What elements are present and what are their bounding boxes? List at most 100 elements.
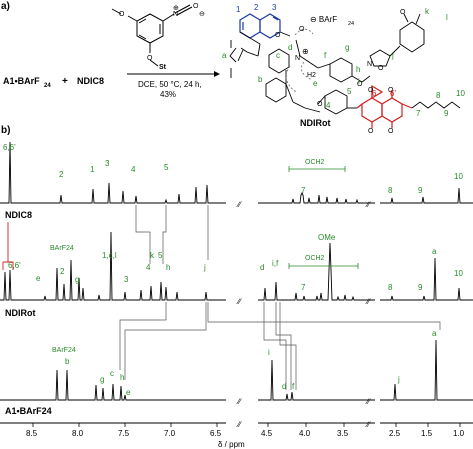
a1-peak-label-h: h <box>120 373 124 382</box>
x-tick-6-5: 6.5 <box>210 429 222 438</box>
atom-label-k: k <box>425 7 430 16</box>
ndic8-peak-label-10: 10 <box>454 172 463 181</box>
shift-correlation-lines-bottom <box>119 302 441 390</box>
trace-ndirot-line <box>0 231 473 301</box>
atom-label-c: c <box>276 51 280 60</box>
trace-a1-axis-break: ∕∕ <box>236 397 242 406</box>
atom-label-7: 7 <box>416 109 421 118</box>
ndirot-peak-label-if: i,f <box>272 259 279 268</box>
atom-label-3: 3 <box>272 3 277 12</box>
x-axis: ∕∕ ∕∕ 8.5 8.0 7.5 7.0 6.5 4.5 4.0 3.5 2.… <box>0 420 473 449</box>
ndirot-peak-label-a: a <box>432 247 437 256</box>
atom-label-d: d <box>288 43 292 52</box>
naphthalene-unit <box>239 13 281 39</box>
x-tick-7-0: 7.0 <box>164 429 176 438</box>
x-tick-4-0: 4.0 <box>299 429 311 438</box>
ndirot-peak-label-h: h <box>166 263 170 272</box>
x-tick-8-0: 8.0 <box>72 429 84 438</box>
ndirot-peak-label-ome: OMe <box>318 233 336 242</box>
a1-peak-label-i: i <box>268 348 270 357</box>
atom-label-9: 9 <box>444 109 449 118</box>
atom-label-b: b <box>258 75 263 84</box>
ndic8-peak-label-6-6prime: 6,6' <box>3 143 16 152</box>
ndirot-peak-label-4: 4 <box>146 263 151 272</box>
trace-a1-axis-break-2: ∕∕ <box>365 397 371 406</box>
x-tick-4-5: 4.5 <box>261 429 273 438</box>
trace-ndic8-line <box>0 141 473 204</box>
reagent-ndic8-label: NDIC8 <box>77 76 104 86</box>
x-tick-1-5: 1.5 <box>421 429 433 438</box>
a1-peak-label-g: g <box>100 375 104 384</box>
trace-ndirot-name: NDIRot <box>5 308 36 318</box>
x-tick-3-5: 3.5 <box>337 429 349 438</box>
trace-a1-barf24: ∕∕ ∕∕ BArF24 b g c h e i d f j a A1•BArF… <box>0 329 473 416</box>
atom-label-g: g <box>345 43 349 52</box>
ndi-o-2: O <box>388 87 394 94</box>
counterion-label: ⊖ BArF <box>310 15 337 24</box>
trace-a1-name: A1•BArF24 <box>5 406 52 416</box>
phenoxy-o: O <box>317 101 323 108</box>
a1-peak-label-b: b <box>65 357 70 366</box>
trace-a1-line <box>0 339 473 401</box>
nitrile-plus-charge: ⊕ <box>173 5 179 12</box>
product-o-1: O <box>275 32 281 39</box>
reaction-arrow-head <box>214 71 220 77</box>
stopper-label: St <box>159 64 167 71</box>
stopper-o: O <box>400 9 406 16</box>
atom-label-4: 4 <box>326 101 331 110</box>
ndic8-peak-label-1: 1 <box>90 165 95 174</box>
atom-label-10: 10 <box>456 89 465 98</box>
linker-o: O <box>357 81 363 88</box>
x-axis-break-1: ∕∕ <box>236 420 242 429</box>
atom-label-j: j <box>391 51 394 60</box>
atom-label-h: h <box>356 65 360 74</box>
a1-peak-label-j: j <box>397 375 400 384</box>
ndirot-peak-label-k: k <box>150 251 155 260</box>
a1-peak-label-d: d <box>282 382 286 391</box>
ndic8-peak-label-och2: OCH2 <box>305 159 325 166</box>
atom-label-6prime: 6' <box>390 89 396 98</box>
x-axis-break-2: ∕∕ <box>365 420 371 429</box>
ndic8-peak-label-9: 9 <box>418 186 423 195</box>
nitrile-o: O <box>193 3 199 10</box>
counterion-sub: 24 <box>348 21 354 27</box>
product-rotaxane-structure <box>229 13 461 128</box>
panel-b-label: b) <box>1 125 10 136</box>
ndirot-peak-label-3: 3 <box>124 275 129 284</box>
atom-label-5: 5 <box>347 87 352 96</box>
ndi-unit <box>356 84 413 128</box>
ndirot-peak-label-2: 2 <box>60 267 65 276</box>
trace-ndic8-name: NDIC8 <box>5 210 32 220</box>
ndic8-peak-label-4: 4 <box>131 165 136 174</box>
nh2-label: H2 <box>307 72 316 79</box>
x-tick-2-5: 2.5 <box>389 429 401 438</box>
reactant-a1-subscript: 24 <box>44 83 51 89</box>
atom-label-2: 2 <box>254 3 259 12</box>
nitrile-minus-charge: ⊖ <box>199 11 205 18</box>
methoxy-o-bottom: O <box>147 55 153 62</box>
atom-label-1: 1 <box>236 5 241 14</box>
panel-a-label: a) <box>1 1 10 12</box>
ndi-o-4: O <box>388 128 394 135</box>
trace-ndirot-axis-break: ∕∕ <box>236 297 242 306</box>
nitrile-oxide-structure <box>111 4 193 67</box>
x-axis-label: δ / ppm <box>218 440 245 449</box>
ndic8-peak-label-3: 3 <box>105 159 110 168</box>
atom-label-l: l <box>446 13 448 22</box>
reactant-a1-label: A1•BArF <box>3 76 40 86</box>
ndic8-peak-label-5: 5 <box>164 163 169 172</box>
trace-ndic8-axis-break: ∕∕ <box>236 200 242 209</box>
atom-label-a: a <box>222 51 227 60</box>
ndic8-peak-label-7: 7 <box>301 186 306 195</box>
ndirot-peak-label-8: 8 <box>388 283 393 292</box>
ndirot-peak-label-och2: OCH2 <box>305 255 325 262</box>
ndirot-peak-label-7: 7 <box>301 283 306 292</box>
trace-ndirot-axis-break-2: ∕∕ <box>365 297 371 306</box>
atom-label-e: e <box>313 79 318 88</box>
ndi-o-1: O <box>368 87 374 94</box>
methoxy-o-top: O <box>119 11 125 18</box>
ndirot-peak-label-1cl: 1,c,l <box>102 251 117 260</box>
trace-ndirot: ∕∕ ∕∕ 6,6' e 2 BArF24 1,c,l g 3 k 4 5 h … <box>0 231 473 318</box>
ndic8-peak-label-8: 8 <box>388 186 393 195</box>
